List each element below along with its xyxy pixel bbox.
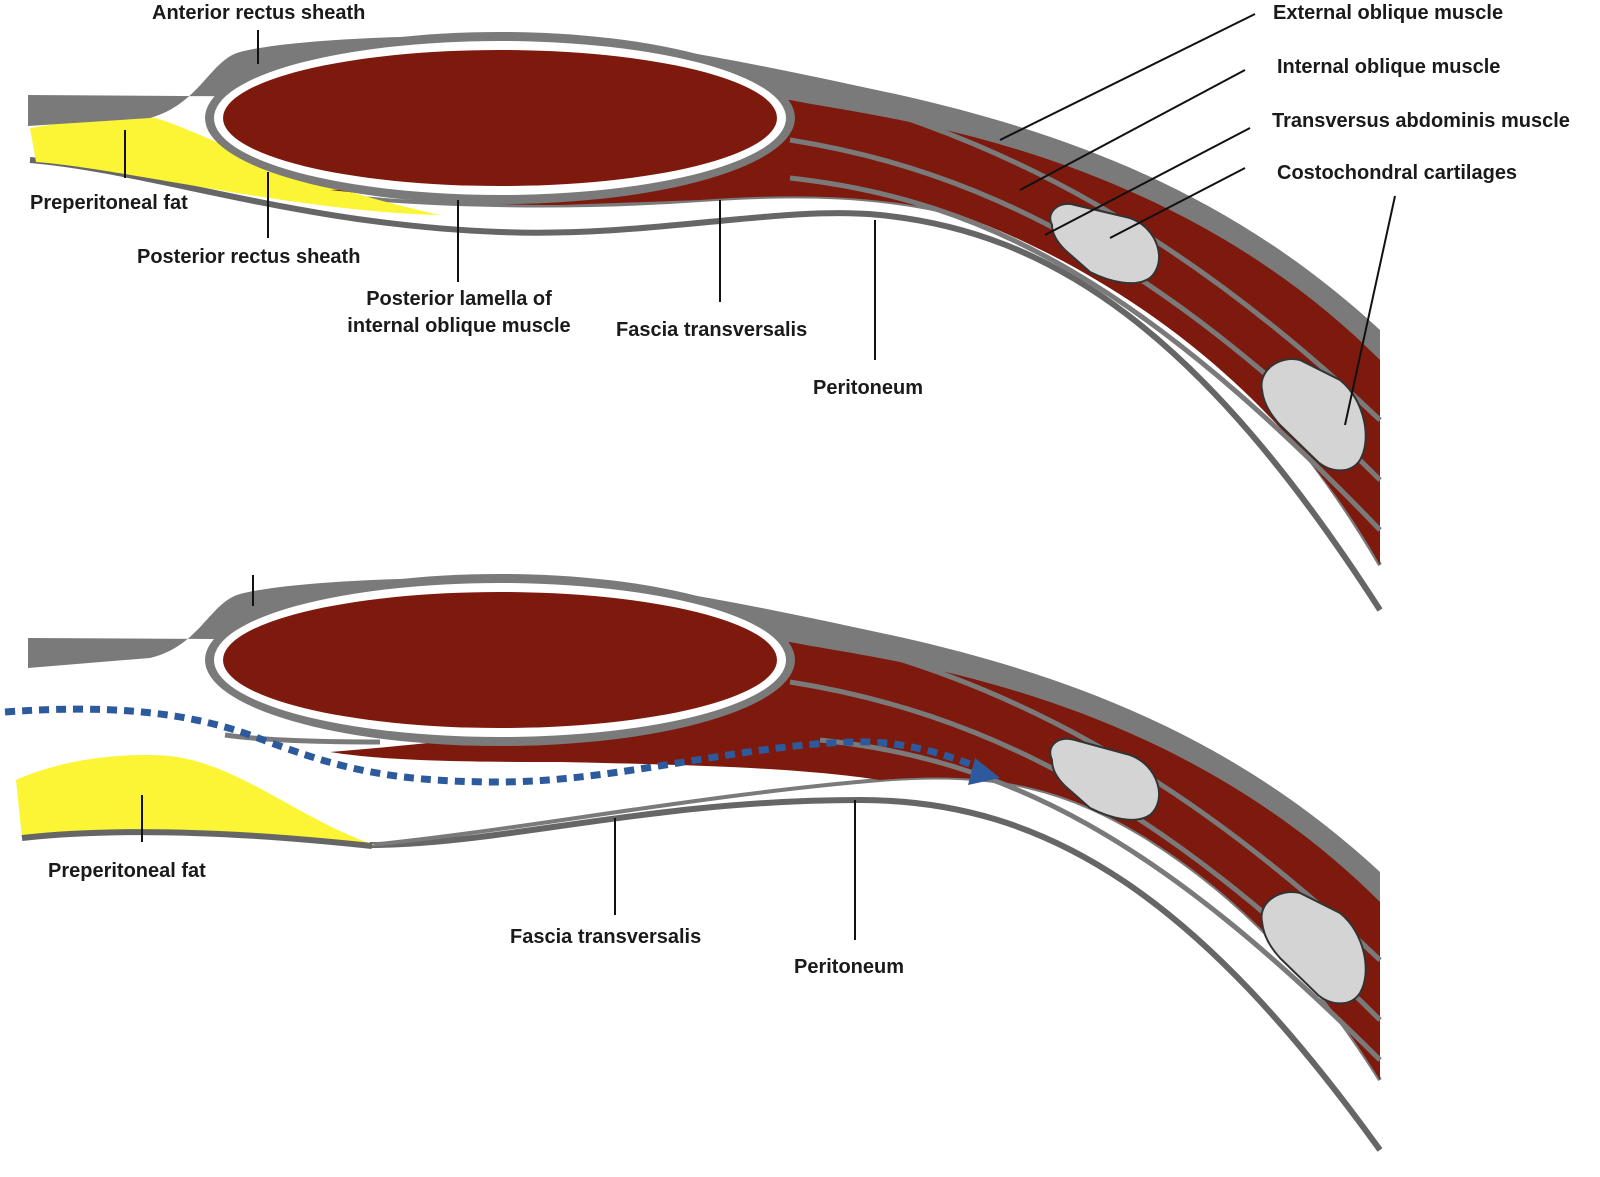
label-anterior-rectus-sheath: Anterior rectus sheath	[152, 2, 366, 24]
top-sep-3	[789, 175, 1382, 532]
label-internal-oblique-muscle: Internal oblique muscle	[1277, 56, 1501, 78]
label-peritoneum-top: Peritoneum	[813, 377, 924, 399]
bottom-peritoneum-line	[369, 796, 1383, 1152]
label-posterior-lamella-line1: Posterior lamella of	[366, 288, 552, 310]
label-fascia-transversalis-top: Fascia transversalis	[616, 319, 808, 341]
top-leader-lines	[124, 13, 1396, 426]
top-rectus-muscle	[223, 50, 777, 186]
bottom-cartilage-1	[1049, 737, 1160, 821]
bottom-sep-3	[819, 737, 1382, 1062]
label-peritoneum-bottom: Peritoneum	[794, 956, 905, 978]
bottom-rectus-muscle	[223, 592, 777, 728]
label-preperitoneal-fat-top: Preperitoneal fat	[30, 192, 188, 214]
top-cartilage-1	[1049, 202, 1160, 285]
label-transversus-abdominis-muscle: Transversus abdominis muscle	[1272, 110, 1570, 132]
top-panel	[28, 13, 1396, 612]
bottom-leader-lines	[141, 575, 856, 940]
bottom-preperitoneal-fat	[16, 755, 375, 845]
label-fascia-transversalis-bottom: Fascia transversalis	[510, 926, 702, 948]
label-posterior-rectus-sheath: Posterior rectus sheath	[137, 246, 361, 268]
top-cartilage-2	[1260, 358, 1367, 472]
top-peritoneum-line	[29, 157, 1383, 612]
label-posterior-lamella: Posterior lamella of internal oblique mu…	[326, 286, 592, 340]
label-costochondral-cartilages: Costochondral cartilages	[1277, 162, 1518, 184]
bottom-cartilage-2	[1260, 891, 1367, 1005]
bottom-posterior-sheath	[224, 732, 381, 745]
label-posterior-lamella-line2: internal oblique muscle	[347, 315, 571, 337]
dissection-arrowhead	[968, 758, 1000, 785]
label-preperitoneal-fat-bottom: Preperitoneal fat	[48, 860, 206, 882]
dissection-path-arrow	[4, 705, 987, 786]
bottom-panel	[4, 574, 1383, 1152]
label-external-oblique-muscle: External oblique muscle	[1273, 2, 1504, 24]
top-lateral-muscle	[330, 96, 1380, 565]
bottom-lateral-muscle	[330, 640, 1380, 1080]
bottom-fat-outline	[21, 829, 373, 849]
